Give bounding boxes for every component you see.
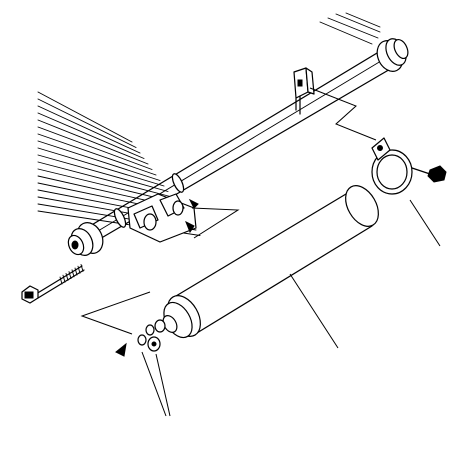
- fin-line: [37, 133, 157, 176]
- leader-lines: [141, 199, 441, 417]
- fitting-nuts: [115, 319, 166, 357]
- lower-bracket-assembly: [127, 193, 199, 243]
- fin-line: [37, 91, 133, 143]
- fin-line: [37, 119, 149, 165]
- bolt-thread: [80, 263, 84, 272]
- fin-line: [37, 105, 141, 154]
- long-bolt: [21, 263, 85, 304]
- fin-line: [37, 98, 137, 148]
- bolt-thread: [74, 267, 78, 276]
- retaining-bolt: [411, 165, 447, 183]
- assembly-outline: [80, 87, 377, 335]
- mounting-bracket: [293, 67, 315, 115]
- bolt-thread: [68, 271, 72, 280]
- cylindrical-tank: [162, 185, 379, 339]
- bolt-thread: [77, 265, 81, 274]
- bolt-thread: [71, 269, 75, 278]
- fin-line: [37, 147, 165, 187]
- bolt-thread: [65, 272, 69, 281]
- fin-line: [37, 126, 153, 170]
- fin-line: [37, 161, 173, 198]
- bolt-thread: [62, 274, 66, 283]
- fin-line: [37, 154, 169, 192]
- fin-line: [37, 140, 161, 181]
- fin-line: [37, 112, 145, 159]
- bolt-thread: [59, 276, 63, 285]
- upper-fin-hatch: [319, 12, 381, 45]
- clamp-bracket: [371, 137, 413, 195]
